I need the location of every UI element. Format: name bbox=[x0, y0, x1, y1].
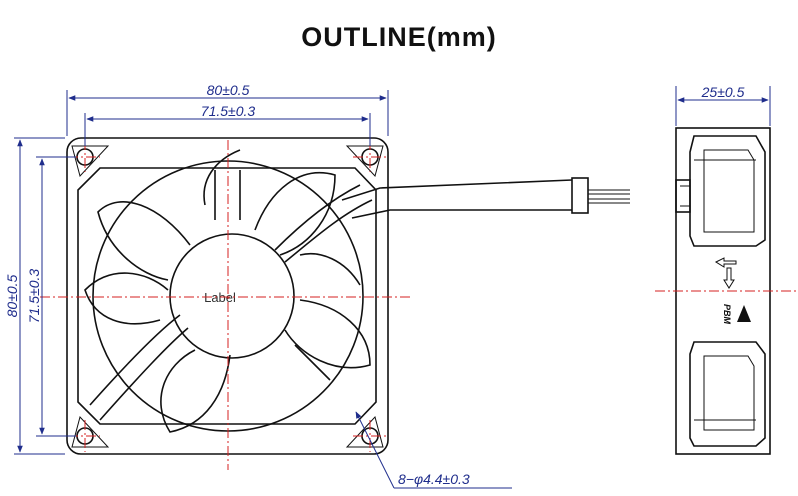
height-holes-label: 71.5±0.3 bbox=[26, 269, 42, 324]
height-outer-label: 80±0.5 bbox=[4, 274, 20, 317]
airflow-arrow-icon bbox=[714, 257, 737, 268]
fan-blades bbox=[84, 149, 371, 433]
width-holes-label: 71.5±0.3 bbox=[201, 103, 256, 119]
depth-label: 25±0.5 bbox=[701, 84, 745, 100]
height-dimensions: 80±0.5 71.5±0.3 bbox=[4, 137, 76, 455]
fan-cable bbox=[341, 177, 630, 219]
side-view: PBM 25±0.5 bbox=[655, 84, 798, 455]
brand-logo-icon bbox=[737, 305, 751, 322]
front-view: Label 80±0.5 7 bbox=[4, 82, 630, 489]
corner-pockets bbox=[71, 145, 384, 448]
fan-frame-inner bbox=[77, 167, 377, 425]
hole-callout-label: 8−φ4.4±0.3 bbox=[398, 471, 470, 487]
diagram-title: OUTLINE(mm) bbox=[301, 22, 497, 52]
width-dimensions: 80±0.5 71.5±0.3 bbox=[66, 82, 389, 146]
cable-connector-sleeve bbox=[571, 177, 589, 214]
rotation-arrow-icon bbox=[723, 267, 735, 289]
brand-mark-text: PBM bbox=[722, 304, 732, 325]
side-bottom-pocket bbox=[689, 341, 766, 447]
width-outer-label: 80±0.5 bbox=[207, 82, 250, 98]
frame-struts bbox=[89, 170, 373, 421]
motor-hub bbox=[169, 233, 295, 359]
hole-callout: 8−φ4.4±0.3 bbox=[355, 411, 512, 489]
side-cable-exit bbox=[675, 179, 691, 213]
